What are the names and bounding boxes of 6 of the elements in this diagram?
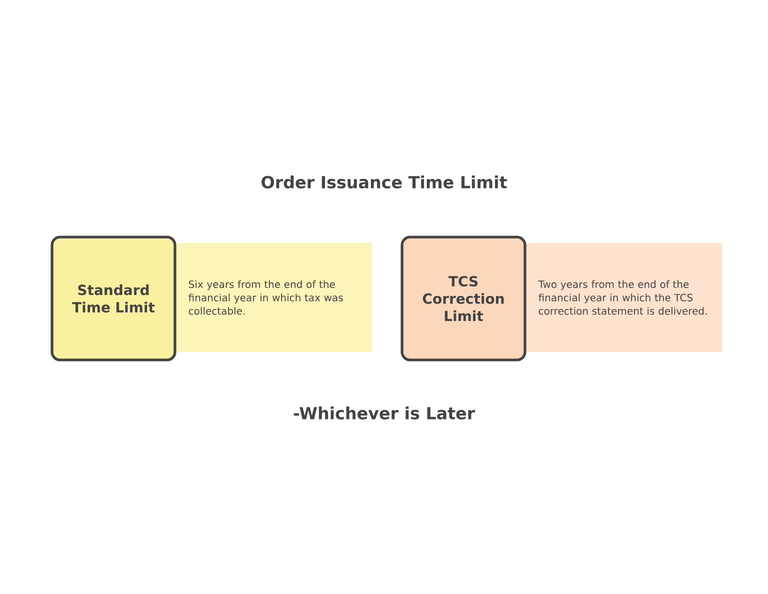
description-band: Six years from the end of the financial year in which tax was collectable. xyxy=(174,242,372,352)
time-limit-box: TCS Correction Limit xyxy=(400,236,526,362)
description-band: Two years from the end of the financial year in which the TCS correction statement is delivered. xyxy=(524,242,722,352)
caption: -Whichever is Later xyxy=(294,406,476,420)
diagram-title: Order Issuance Time Limit xyxy=(262,176,507,188)
time-limit-box: Standard Time Limit xyxy=(50,236,176,362)
